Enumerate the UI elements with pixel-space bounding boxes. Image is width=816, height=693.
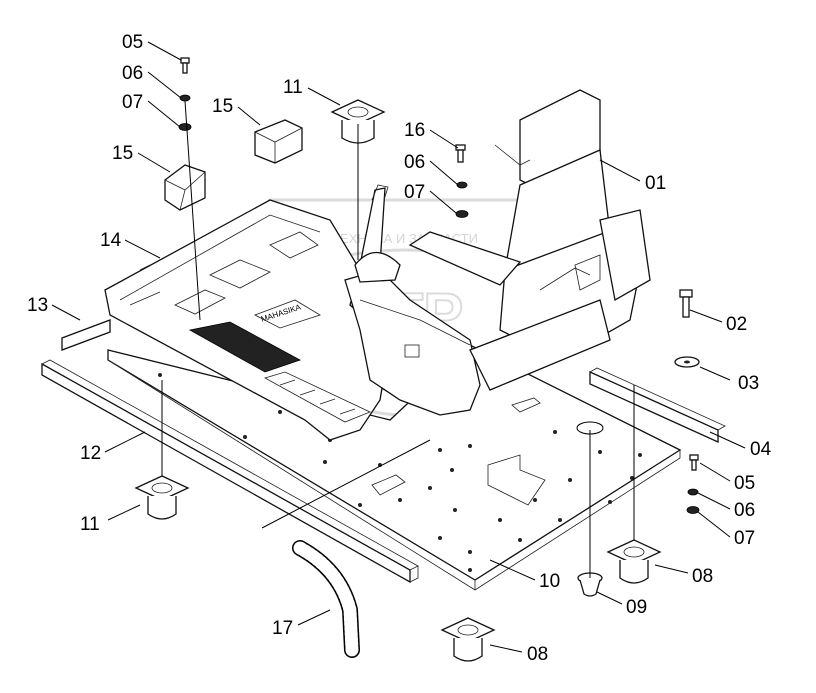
callout-08-bottom: 08 xyxy=(527,644,548,665)
callout-01: 01 xyxy=(645,173,666,194)
washer-07-right xyxy=(686,506,700,514)
leader-lines xyxy=(51,41,746,653)
rail-04 xyxy=(589,367,726,444)
mount-11-left xyxy=(134,475,190,520)
callout-12: 12 xyxy=(80,443,101,464)
washer-03 xyxy=(674,356,700,368)
washer-07-top xyxy=(178,123,192,131)
callout-09: 09 xyxy=(626,597,647,618)
washer-06-top xyxy=(179,94,191,102)
washer-06-mid xyxy=(456,181,468,189)
plug-09 xyxy=(577,572,603,597)
hose-17 xyxy=(292,540,360,658)
callout-05-top: 05 xyxy=(122,32,143,53)
control-console xyxy=(344,184,481,416)
bolt-02 xyxy=(679,289,693,318)
callout-06-right: 06 xyxy=(734,500,755,521)
callout-08-right: 08 xyxy=(692,566,713,587)
operator-seat-01 xyxy=(408,89,651,391)
callout-15-left: 15 xyxy=(112,143,133,164)
callout-02: 02 xyxy=(726,314,747,335)
mount-08-bottom xyxy=(440,617,496,662)
bracket-box-15-right xyxy=(254,119,303,164)
bolt-05-right xyxy=(689,454,699,471)
callout-11-top: 11 xyxy=(283,77,303,98)
floor-mat-14: MAHASIKA xyxy=(104,199,391,441)
callout-05-right: 05 xyxy=(734,473,755,494)
mount-08-right xyxy=(606,539,662,584)
mount-11-top xyxy=(330,99,386,144)
callout-06-top: 06 xyxy=(122,63,143,84)
callout-13: 13 xyxy=(27,295,48,316)
plate-holes xyxy=(158,373,642,572)
bolt-16 xyxy=(455,144,466,163)
callout-07-top: 07 xyxy=(122,92,143,113)
callout-14: 14 xyxy=(100,230,122,251)
callout-07-mid: 07 xyxy=(404,182,425,203)
callout-07-right: 07 xyxy=(734,528,755,549)
washer-06-right xyxy=(687,488,699,496)
callout-17: 17 xyxy=(272,618,293,639)
callout-11-left: 11 xyxy=(80,514,100,535)
callout-16: 16 xyxy=(404,120,425,141)
rail-13 xyxy=(61,319,111,351)
callout-10: 10 xyxy=(539,571,560,592)
rail-12 xyxy=(41,359,419,584)
callout-03: 03 xyxy=(738,373,759,394)
callout-04: 04 xyxy=(750,439,772,460)
callout-15-right: 15 xyxy=(212,96,233,117)
washer-07-mid xyxy=(455,210,469,218)
bracket-box-15-left xyxy=(164,164,206,211)
floor-plate-10 xyxy=(107,344,682,591)
callout-labels: 05 06 07 15 15 11 16 06 07 01 14 02 13 0… xyxy=(27,32,772,665)
callout-06-mid: 06 xyxy=(404,152,425,173)
bolt-05-top xyxy=(180,57,190,74)
